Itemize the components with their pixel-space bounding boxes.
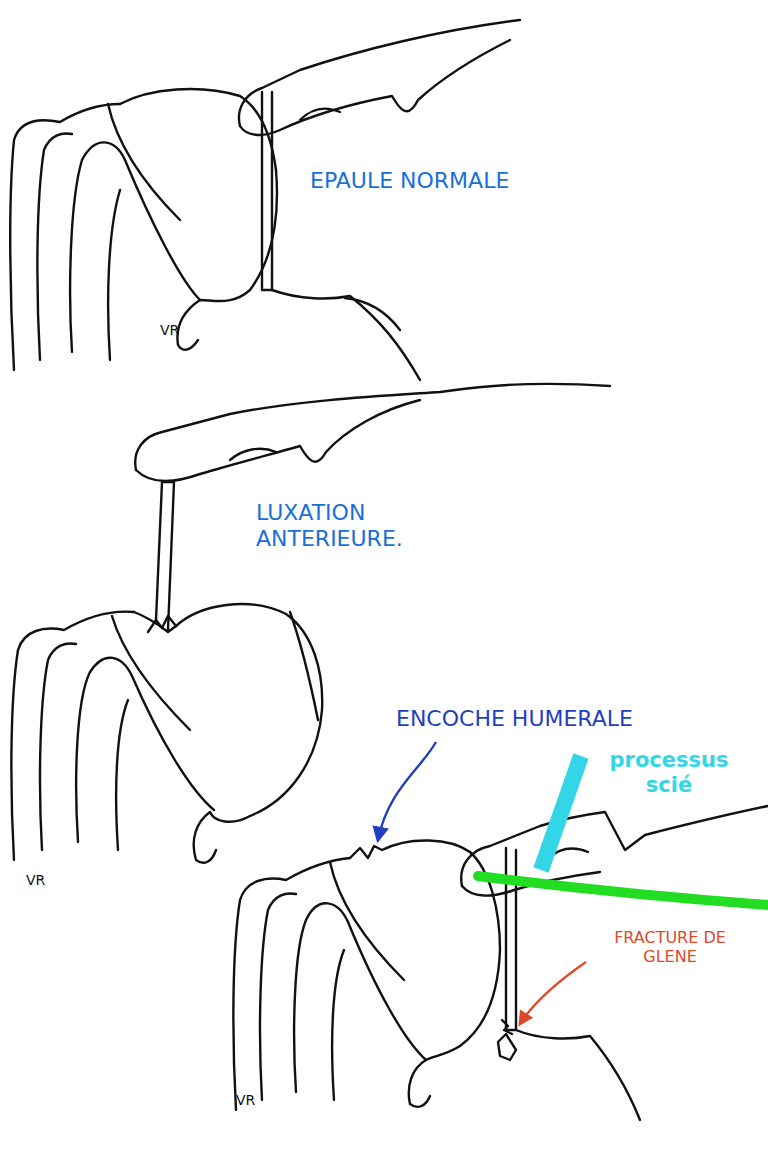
signature: VR (160, 322, 200, 339)
part-label: processus scié (594, 748, 744, 798)
panel-title: LUXATION ANTERIEURE. (256, 500, 456, 553)
lesion-label: ENCOCHE HUMERALE (396, 706, 736, 732)
signature: VR (236, 1092, 276, 1109)
panel-title: EPAULE NORMALE (310, 168, 630, 194)
signature: VR (26, 872, 66, 889)
lesion-label: FRACTURE DE GLENE (590, 928, 750, 966)
